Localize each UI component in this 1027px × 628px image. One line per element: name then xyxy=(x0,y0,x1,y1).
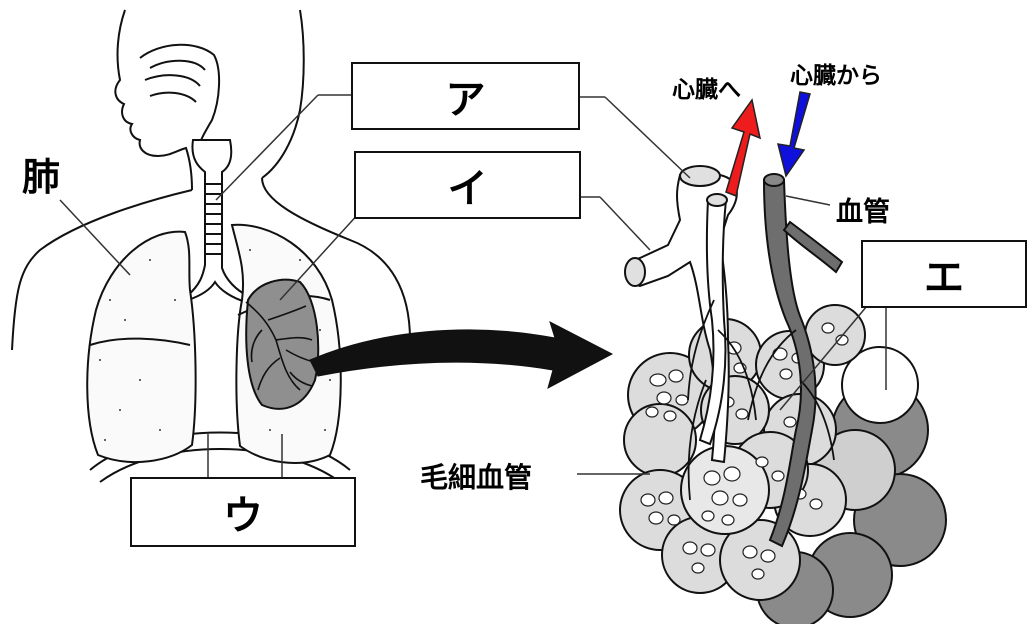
blank-box-i-label: イ xyxy=(448,156,488,214)
magnify-arrow xyxy=(310,322,612,388)
from-heart-label: 心臓から xyxy=(790,56,882,90)
to-heart-arrow xyxy=(726,100,760,196)
blank-box-i[interactable]: イ xyxy=(354,151,581,219)
blank-box-a-label: ア xyxy=(446,67,486,125)
lung-label: 肺 xyxy=(22,146,60,201)
trachea xyxy=(188,140,248,302)
blood-vessel-label: 血管 xyxy=(836,190,890,229)
to-heart-label: 心臓へ xyxy=(672,70,741,104)
blank-box-e[interactable]: エ xyxy=(861,240,1027,308)
blank-box-u-label: ウ xyxy=(223,483,263,541)
from-heart-arrow xyxy=(778,92,810,176)
capillary-label: 毛細血管 xyxy=(420,456,532,496)
blank-box-e-label: エ xyxy=(924,245,964,303)
blank-box-u[interactable]: ウ xyxy=(130,477,356,547)
blank-box-a[interactable]: ア xyxy=(351,62,580,130)
